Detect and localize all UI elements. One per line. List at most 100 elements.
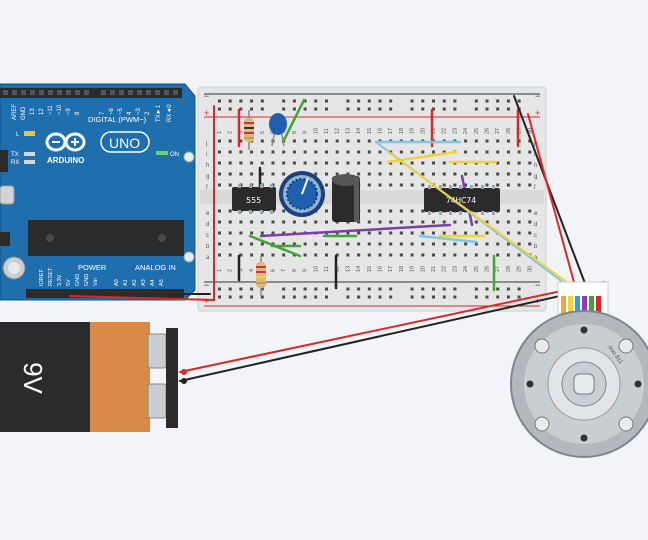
breadboard-hole[interactable] — [228, 220, 232, 224]
rail-hole[interactable] — [410, 295, 414, 299]
rail-hole[interactable] — [410, 287, 414, 291]
breadboard-hole[interactable] — [346, 139, 350, 143]
breadboard-hole[interactable] — [314, 172, 318, 176]
breadboard-hole[interactable] — [496, 183, 500, 187]
breadboard-hole[interactable] — [506, 220, 510, 224]
breadboard-hole[interactable] — [485, 242, 489, 246]
rail-hole[interactable] — [239, 295, 243, 299]
breadboard-hole[interactable] — [432, 150, 435, 154]
breadboard-hole[interactable] — [250, 150, 254, 154]
battery-9v[interactable]: 9V — [0, 322, 187, 432]
breadboard-hole[interactable] — [517, 183, 521, 187]
rail-hole[interactable] — [282, 287, 286, 291]
breadboard-hole[interactable] — [399, 209, 403, 213]
breadboard-hole[interactable] — [485, 172, 489, 176]
breadboard-hole[interactable] — [325, 220, 328, 224]
breadboard-hole[interactable] — [453, 231, 457, 235]
breadboard-hole[interactable] — [474, 242, 478, 246]
rail-hole[interactable] — [239, 287, 243, 291]
breadboard-hole[interactable] — [367, 172, 371, 176]
breadboard-hole[interactable] — [260, 220, 264, 224]
rail-hole[interactable] — [517, 99, 521, 103]
breadboard-hole[interactable] — [346, 253, 350, 257]
breadboard-hole[interactable] — [228, 253, 232, 257]
breadboard-hole[interactable] — [271, 231, 275, 235]
breadboard-hole[interactable] — [282, 231, 286, 235]
breadboard-hole[interactable] — [282, 161, 286, 165]
breadboard-hole[interactable] — [389, 231, 393, 235]
breadboard-hole[interactable] — [410, 220, 414, 224]
breadboard-hole[interactable] — [250, 161, 254, 165]
breadboard-hole[interactable] — [464, 253, 468, 257]
breadboard-hole[interactable] — [528, 242, 532, 246]
breadboard-hole[interactable] — [325, 253, 328, 257]
breadboard-hole[interactable] — [325, 139, 328, 143]
rail-hole[interactable] — [228, 107, 232, 111]
rail-hole[interactable] — [496, 107, 500, 111]
breadboard-hole[interactable] — [474, 220, 478, 224]
breadboard-hole[interactable] — [292, 242, 296, 246]
breadboard-hole[interactable] — [250, 231, 254, 235]
rail-hole[interactable] — [357, 99, 361, 103]
breadboard-hole[interactable] — [292, 161, 296, 165]
breadboard-hole[interactable] — [335, 231, 339, 235]
breadboard-hole[interactable] — [367, 183, 371, 187]
power-analog-header[interactable] — [26, 289, 184, 298]
rail-hole[interactable] — [496, 99, 500, 103]
breadboard-hole[interactable] — [432, 253, 435, 257]
rail-hole[interactable] — [421, 107, 425, 111]
breadboard-hole[interactable] — [517, 253, 521, 257]
rail-hole[interactable] — [228, 99, 232, 103]
rail-hole[interactable] — [474, 107, 478, 111]
breadboard-hole[interactable] — [314, 150, 318, 154]
breadboard-hole[interactable] — [282, 209, 286, 213]
rail-hole[interactable] — [474, 295, 478, 299]
rail-hole[interactable] — [282, 295, 286, 299]
breadboard-hole[interactable] — [303, 253, 307, 257]
breadboard-hole[interactable] — [432, 231, 435, 235]
breadboard-hole[interactable] — [517, 231, 521, 235]
breadboard-hole[interactable] — [228, 139, 232, 143]
breadboard-hole[interactable] — [346, 172, 350, 176]
breadboard-hole[interactable] — [399, 231, 403, 235]
breadboard-hole[interactable] — [378, 220, 382, 224]
resistor-top[interactable] — [244, 110, 254, 150]
breadboard-hole[interactable] — [453, 220, 457, 224]
breadboard-hole[interactable] — [528, 209, 532, 213]
rail-hole[interactable] — [292, 287, 296, 291]
rail-hole[interactable] — [314, 287, 318, 291]
breadboard-hole[interactable] — [474, 253, 478, 257]
breadboard-hole[interactable] — [528, 183, 532, 187]
breadboard-hole[interactable] — [389, 172, 393, 176]
digital-header[interactable] — [0, 88, 182, 98]
breadboard-hole[interactable] — [485, 183, 489, 187]
breadboard-hole[interactable] — [464, 172, 468, 176]
breadboard-hole[interactable] — [303, 242, 307, 246]
rail-hole[interactable] — [292, 99, 296, 103]
breadboard-hole[interactable] — [517, 220, 521, 224]
breadboard-hole[interactable] — [389, 209, 393, 213]
breadboard-hole[interactable] — [421, 161, 425, 165]
rail-hole[interactable] — [421, 99, 425, 103]
breadboard-hole[interactable] — [378, 231, 382, 235]
breadboard-hole[interactable] — [271, 220, 275, 224]
breadboard-hole[interactable] — [303, 161, 307, 165]
rail-hole[interactable] — [239, 99, 243, 103]
breadboard-hole[interactable] — [506, 172, 510, 176]
breadboard-hole[interactable] — [496, 150, 500, 154]
wire-battery-black[interactable] — [179, 286, 601, 382]
breadboard-hole[interactable] — [442, 220, 446, 224]
breadboard-hole[interactable] — [528, 161, 532, 165]
breadboard-hole[interactable] — [528, 220, 532, 224]
breadboard-hole[interactable] — [474, 150, 478, 154]
breadboard-hole[interactable] — [442, 161, 446, 165]
rail-hole[interactable] — [314, 295, 318, 299]
breadboard-hole[interactable] — [421, 220, 425, 224]
breadboard-hole[interactable] — [378, 172, 382, 176]
breadboard-hole[interactable] — [367, 150, 371, 154]
breadboard-hole[interactable] — [367, 242, 371, 246]
rail-hole[interactable] — [218, 107, 221, 111]
breadboard-hole[interactable] — [292, 150, 296, 154]
breadboard-hole[interactable] — [421, 150, 425, 154]
breadboard-hole[interactable] — [325, 209, 328, 213]
